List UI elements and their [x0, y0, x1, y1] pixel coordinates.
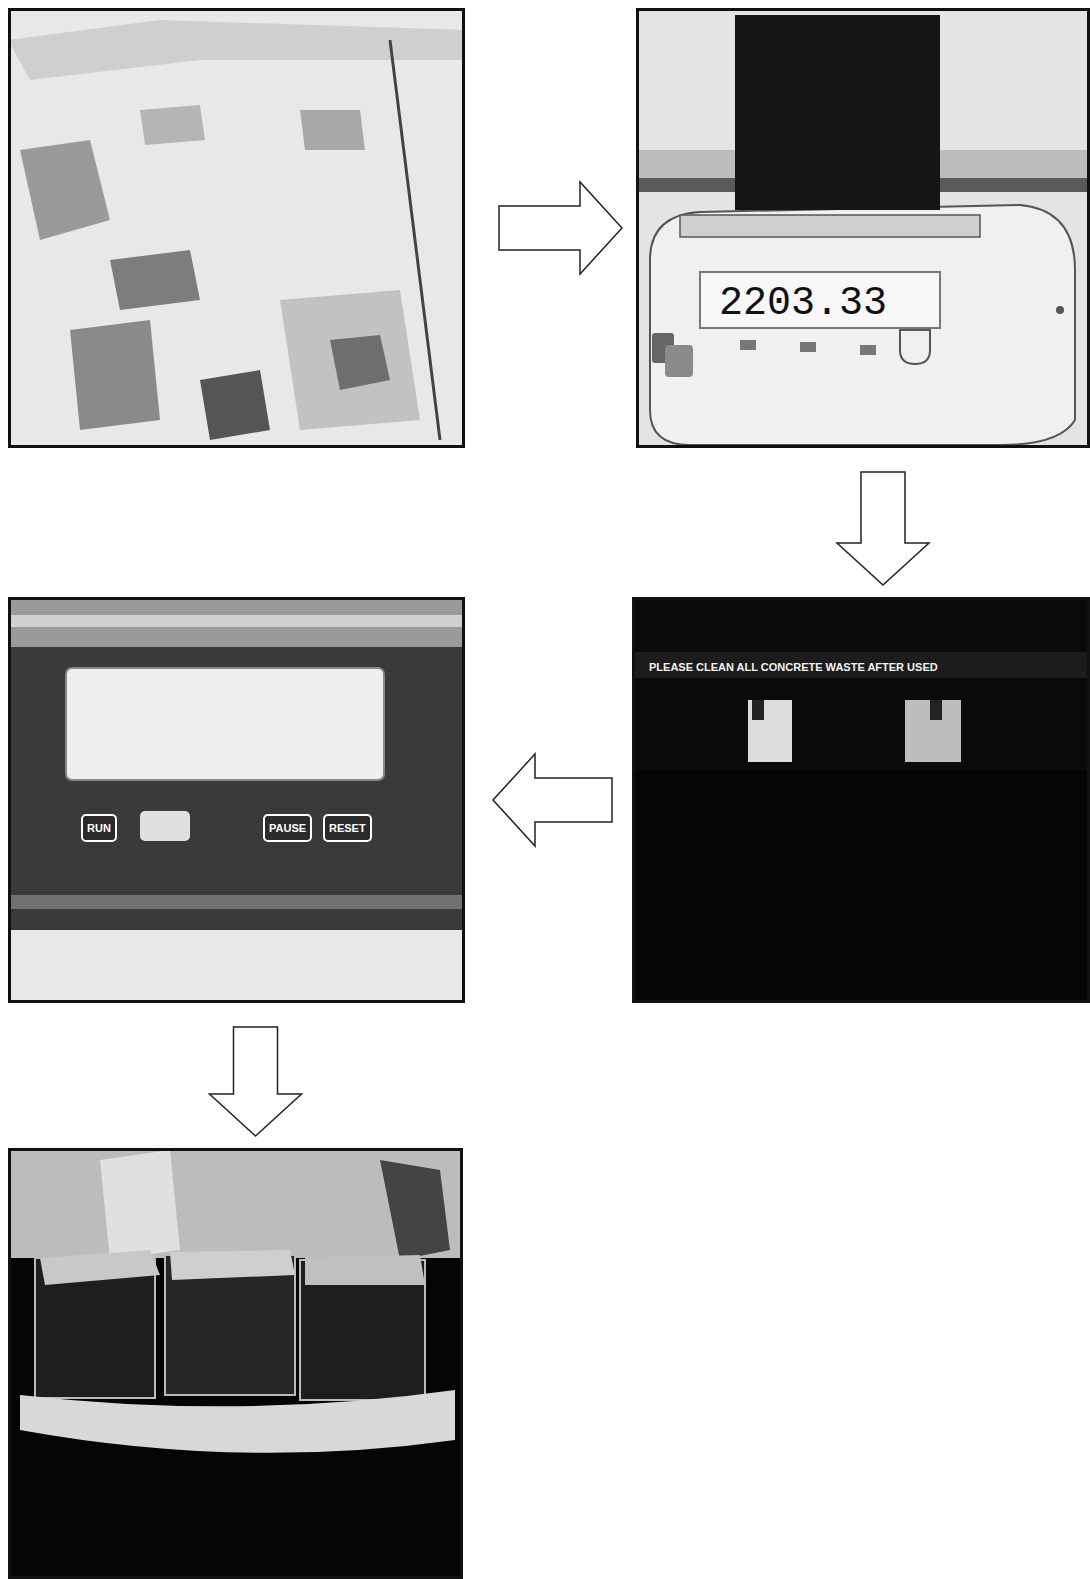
- photo-weighing: [636, 8, 1090, 448]
- photo-tested-blocks: [8, 1148, 463, 1579]
- scale-reading: 2203.33: [719, 281, 887, 326]
- photo-panel: [8, 1148, 463, 1579]
- photo-panel: [8, 8, 465, 448]
- block-arrow: [493, 754, 612, 846]
- photo-casting: [8, 8, 465, 448]
- photo-panel: RUN PAUSE RESET: [8, 597, 465, 1003]
- sign-text: PLEASE CLEAN ALL CONCRETE WASTE AFTER US…: [649, 661, 938, 673]
- button-label: RESET: [323, 814, 372, 842]
- photo-panel: 2203.33: [636, 8, 1090, 448]
- block-arrow: [837, 472, 929, 585]
- photo-panel: PLEASE CLEAN ALL CONCRETE WASTE AFTER US…: [632, 597, 1090, 1003]
- button-label: PAUSE: [263, 814, 312, 842]
- button-label: RUN: [81, 814, 117, 842]
- photo-curing: [632, 597, 1090, 1003]
- block-arrow: [210, 1027, 302, 1136]
- photo-control-panel: [8, 597, 465, 1003]
- block-arrow: [499, 182, 622, 274]
